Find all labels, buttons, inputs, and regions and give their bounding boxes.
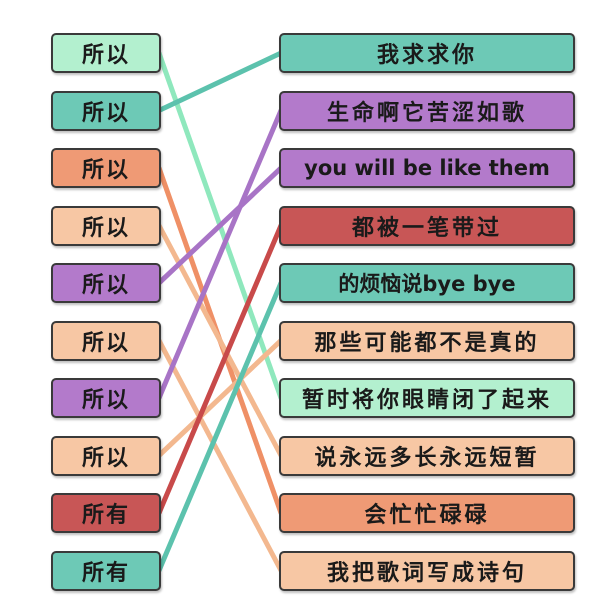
right-card-9[interactable]: 会忙忙碌碌 [279, 493, 575, 533]
left-card-7[interactable]: 所以 [51, 378, 161, 418]
left-card-9[interactable]: 所有 [51, 493, 161, 533]
left-card-6[interactable]: 所以 [51, 320, 161, 361]
right-card-8[interactable]: 说永远多长永远短暂 [279, 435, 575, 476]
right-card-10[interactable]: 我把歌词写成诗句 [279, 550, 575, 591]
connection-line-1-to-7 [156, 50, 284, 401]
left-card-1[interactable]: 所以 [51, 33, 161, 73]
connection-line-8-to-6 [156, 338, 284, 458]
left-card-4[interactable]: 所以 [51, 205, 161, 246]
connection-line-7-to-2 [156, 108, 284, 401]
left-card-5[interactable]: 所以 [51, 263, 161, 303]
right-card-1[interactable]: 我求求你 [279, 33, 575, 73]
connection-line-5-to-3 [156, 165, 284, 286]
connection-line-2-to-1 [156, 50, 284, 113]
left-card-10[interactable]: 所有 [51, 550, 161, 591]
connection-line-3-to-9 [156, 165, 284, 516]
left-card-8[interactable]: 所以 [51, 435, 161, 476]
right-card-2[interactable]: 生命啊它苦涩如歌 [279, 90, 575, 131]
right-card-5[interactable]: 的烦恼说bye bye [279, 263, 575, 303]
left-card-3[interactable]: 所以 [51, 148, 161, 188]
connection-line-4-to-8 [156, 223, 284, 458]
left-card-2[interactable]: 所以 [51, 90, 161, 131]
connection-line-10-to-5 [156, 280, 284, 573]
right-card-7[interactable]: 暂时将你眼睛闭了起来 [279, 378, 575, 418]
connection-line-6-to-10 [156, 338, 284, 573]
connection-line-9-to-4 [156, 223, 284, 516]
right-card-3[interactable]: you will be like them [279, 148, 575, 188]
right-card-4[interactable]: 都被一笔带过 [279, 205, 575, 246]
right-card-6[interactable]: 那些可能都不是真的 [279, 320, 575, 361]
